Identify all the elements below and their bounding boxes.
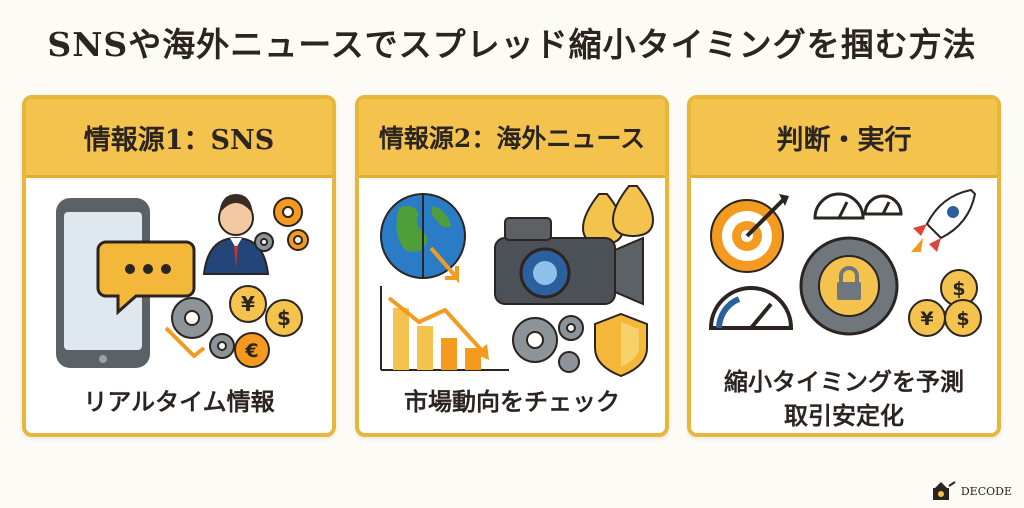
decode-logo-icon bbox=[932, 481, 956, 500]
card-sns-heading: 情報源1：SNS bbox=[26, 99, 332, 178]
gear-icon bbox=[512, 315, 584, 373]
card-news-caption: 市場動向をチェック bbox=[404, 388, 620, 416]
dollar-symbol: $ bbox=[277, 306, 291, 330]
dollar-symbol: $ bbox=[956, 308, 969, 330]
gear-icon bbox=[273, 197, 309, 251]
gauge-icon bbox=[813, 192, 903, 220]
gear-icon bbox=[254, 232, 274, 252]
down-arrow-icon bbox=[429, 246, 459, 284]
card-news-heading: 情報源2：海外ニュース bbox=[359, 99, 665, 178]
businessman-icon bbox=[202, 194, 270, 275]
card-execute: 判断・実行 bbox=[687, 95, 1001, 437]
card-execute-caption-line1: 縮小タイミングを予測 bbox=[724, 368, 964, 396]
card-execute-heading: 判断・実行 bbox=[691, 99, 997, 178]
down-arrow-icon bbox=[164, 326, 206, 359]
yen-symbol: ¥ bbox=[920, 308, 933, 330]
card-sns-caption: リアルタイム情報 bbox=[83, 388, 275, 416]
yen-coin-icon bbox=[229, 285, 267, 323]
gear-lock-icon bbox=[799, 236, 899, 336]
card-execute-caption-line2: 取引安定化 bbox=[784, 402, 904, 430]
rocket-icon bbox=[911, 188, 977, 252]
declining-bar-chart-icon bbox=[380, 286, 509, 371]
card-news: 情報源2：海外ニュース bbox=[355, 95, 669, 437]
decode-logo: DECODE bbox=[931, 480, 1012, 502]
target-icon bbox=[710, 194, 789, 273]
yen-coin-icon bbox=[908, 299, 946, 337]
dollar-symbol: $ bbox=[952, 278, 965, 300]
chat-bubble-icon bbox=[96, 240, 196, 316]
gear-icon bbox=[171, 297, 235, 359]
gauge-icon bbox=[708, 286, 794, 330]
dollar-coin-icon bbox=[940, 269, 982, 337]
card-execute-illustration: $ $ ¥ bbox=[691, 178, 997, 378]
video-camera-icon bbox=[494, 217, 644, 306]
shield-icon bbox=[594, 312, 648, 378]
card-sns: 情報源1：SNS bbox=[22, 95, 336, 437]
euro-coin-icon bbox=[234, 332, 270, 368]
decode-logo-text: DECODE bbox=[960, 484, 1012, 498]
euro-symbol: € bbox=[244, 340, 258, 362]
money-bag-icon bbox=[581, 185, 655, 246]
page-title: SNSや海外ニュースでスプレッド縮小タイミングを掴む方法 bbox=[47, 25, 977, 64]
globe-icon bbox=[380, 193, 466, 279]
yen-symbol: ¥ bbox=[241, 292, 255, 316]
card-sns-illustration: ¥ $ € bbox=[26, 178, 332, 378]
dollar-coin-icon bbox=[265, 299, 303, 337]
card-news-illustration bbox=[359, 178, 665, 378]
